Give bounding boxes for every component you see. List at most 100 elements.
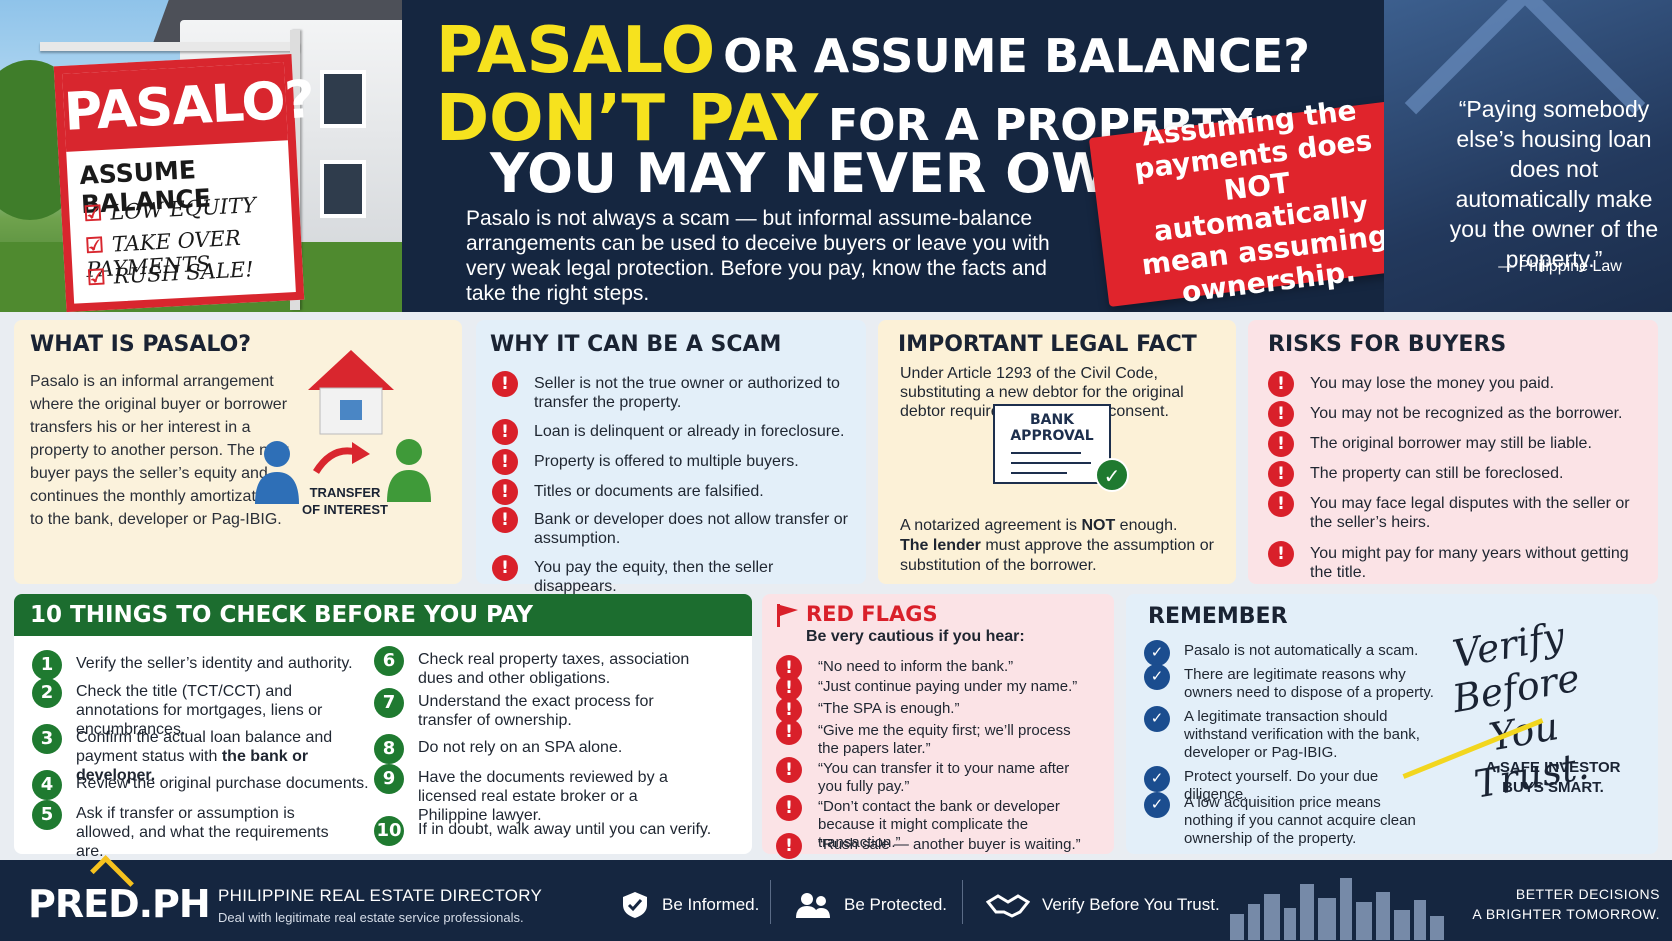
list-item: !“Give me the equity first; we’ll proces… — [776, 719, 1076, 758]
check-circle-icon: ✓ — [1144, 640, 1170, 666]
checkmark-icon: ✓ — [1095, 458, 1129, 492]
card-title: REMEMBER — [1148, 604, 1288, 629]
alert-icon: ! — [1268, 491, 1294, 517]
list-item: !The property can still be foreclosed. — [1268, 461, 1563, 487]
list-item: !Seller is not the true owner or authori… — [492, 371, 858, 412]
alert-icon: ! — [776, 697, 802, 723]
step-number: 10 — [374, 816, 404, 846]
person-green-icon — [387, 439, 431, 502]
check-circle-icon: ✓ — [1144, 664, 1170, 690]
list-item: ✓Pasalo is not automatically a scam. — [1144, 640, 1418, 666]
remember-card: REMEMBER ✓Pasalo is not automatically a … — [1126, 594, 1658, 854]
flags-subtitle: Be very cautious if you hear: — [806, 628, 1025, 645]
checkbox-icon: ☑ — [82, 200, 103, 227]
list-item: !You pay the equity, then the seller dis… — [492, 555, 858, 596]
list-item: ✓A low acquisition price means nothing i… — [1144, 792, 1434, 848]
alert-icon: ! — [776, 757, 802, 783]
people-icon — [796, 893, 830, 918]
card-title: RED FLAGS — [806, 602, 938, 626]
card-title: 10 THINGS TO CHECK BEFORE YOU PAY — [30, 602, 534, 628]
footer-item-informed: Be Informed. — [620, 890, 759, 920]
list-item: !You may lose the money you paid. — [1268, 371, 1554, 397]
alert-icon: ! — [492, 555, 518, 581]
card-title: WHY IT CAN BE A SCAM — [490, 332, 782, 357]
warning-banner: Assuming the payments does NOT automatic… — [1088, 94, 1430, 309]
pred-logo[interactable]: PRED.PH — [28, 882, 211, 926]
legal-note: A notarized agreement is NOT enough. The… — [900, 517, 1214, 574]
checkbox-icon: ☑ — [84, 232, 105, 258]
list-item: ✓There are legitimate reasons why owners… — [1144, 664, 1434, 702]
city-skyline-icon — [1230, 878, 1444, 940]
check-circle-icon: ✓ — [1144, 766, 1170, 792]
list-item: ✓Protect yourself. Do your due diligence… — [1144, 766, 1434, 804]
list-item: !“You can transfer it to your name after… — [776, 757, 1076, 796]
list-item: !“Don’t contact the bank or developer be… — [776, 795, 1106, 852]
checklist-header: 10 THINGS TO CHECK BEFORE YOU PAY — [14, 594, 752, 636]
list-item: !“The SPA is enough.” — [776, 697, 959, 723]
alert-icon: ! — [1268, 371, 1294, 397]
step-number: 2 — [32, 678, 62, 708]
quote-source: — Philippine Law — [1498, 258, 1622, 275]
alert-icon: ! — [1268, 431, 1294, 457]
step-number: 8 — [374, 734, 404, 764]
house-icon — [308, 350, 394, 435]
step-number: 6 — [374, 646, 404, 676]
handshake-icon — [986, 894, 1030, 918]
alert-icon: ! — [492, 449, 518, 475]
person-blue-icon — [255, 441, 299, 504]
alert-icon: ! — [1268, 461, 1294, 487]
headline-line-3: YOU MAY NEVER OWN. — [490, 142, 1177, 205]
what-text: Pasalo is an informal arrangement where … — [30, 373, 289, 528]
footer-item-protected: Be Protected. — [794, 890, 947, 920]
card-title: IMPORTANT LEGAL FACT — [898, 332, 1197, 357]
alert-icon: ! — [776, 795, 802, 821]
footer-item-verify: Verify Before You Trust. — [986, 890, 1220, 920]
checkbox-icon: ☑ — [86, 263, 107, 290]
alert-icon: ! — [776, 719, 802, 745]
shield-check-icon — [623, 892, 647, 918]
list-item: !Loan is delinquent or already in forecl… — [492, 419, 844, 445]
legal-fact-card: IMPORTANT LEGAL FACT Under Article 1293 … — [878, 320, 1236, 584]
alert-icon: ! — [492, 371, 518, 397]
step-number: 3 — [32, 724, 62, 754]
card-title: WHAT IS PASALO? — [30, 332, 252, 357]
why-scam-card: WHY IT CAN BE A SCAM !Seller is not the … — [476, 320, 866, 595]
pasalo-sign: PASALO? ASSUME BALANCE ☑LOW EQUITY ☑TAKE… — [53, 53, 315, 312]
quote-text: “Paying somebody else’s housing loan doe… — [1449, 96, 1659, 272]
alert-icon: ! — [492, 419, 518, 445]
list-item: ✓A legitimate transaction should withsta… — [1144, 706, 1434, 762]
red-flags-card: RED FLAGS Be very cautious if you hear: … — [762, 594, 1114, 859]
sign-title: PASALO? — [62, 62, 315, 152]
list-item: !You might pay for many years without ge… — [1268, 541, 1648, 582]
list-item: !Titles or documents are falsified. — [492, 479, 764, 505]
what-is-pasalo-card: WHAT IS PASALO? Pasalo is an informal ar… — [14, 320, 462, 584]
quote-panel — [1384, 0, 1672, 312]
list-item: !Property is offered to multiple buyers. — [492, 449, 799, 475]
risks-card: RISKS FOR BUYERS !You may lose the money… — [1248, 320, 1658, 584]
red-flag-icon — [777, 604, 798, 627]
intro-text: Pasalo is not always a scam — but inform… — [466, 207, 1050, 305]
check-circle-icon: ✓ — [1144, 792, 1170, 818]
list-item: !You may not be recognized as the borrow… — [1268, 401, 1623, 427]
step-number: 1 — [32, 650, 62, 680]
alert-icon: ! — [492, 479, 518, 505]
list-item: !The original borrower may still be liab… — [1268, 431, 1592, 457]
list-item: !“Just continue paying under my name.” — [776, 675, 1077, 701]
list-item: !Bank or developer does not allow transf… — [492, 507, 858, 548]
step-number: 9 — [374, 764, 404, 794]
check-circle-icon: ✓ — [1144, 706, 1170, 732]
arrow-right-icon — [313, 442, 370, 474]
